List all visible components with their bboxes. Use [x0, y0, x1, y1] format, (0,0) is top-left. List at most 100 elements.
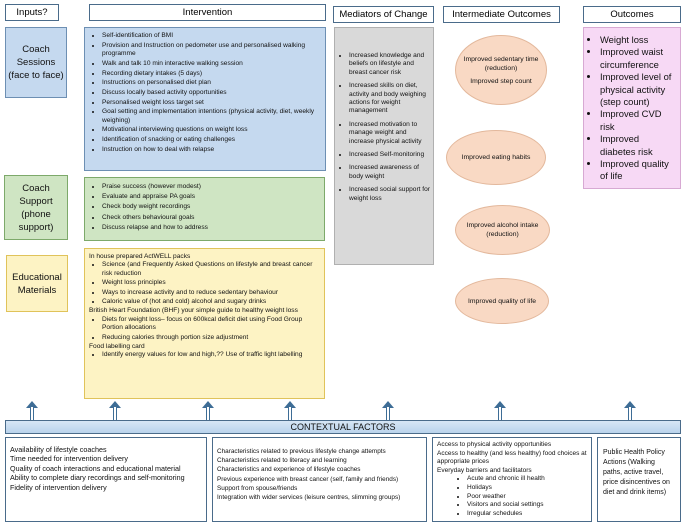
intermediate-3-line1: Improved alcohol intake (reduction): [466, 222, 539, 238]
context-barrier-item: Holidays: [467, 484, 587, 493]
context-individual-item: Characteristics and experience of lifest…: [217, 466, 361, 474]
context-individual-item: Characteristics related to previous life…: [217, 448, 386, 455]
arrow-up-icon: [494, 401, 506, 423]
header-outcomes: Outcomes: [583, 6, 681, 23]
mediator-item: Increased social support for weight loss: [349, 186, 430, 203]
educational-actwell-list: Science (and Frequently Asked Questions …: [89, 261, 320, 306]
arrow-up-icon: [26, 401, 38, 423]
arrow-up-icon: [624, 401, 636, 423]
input-coach-sessions: Coach Sessions (face to face): [5, 27, 67, 98]
coach-support-item: Check body weight recordings: [102, 203, 320, 211]
context-box-policy: Public Health Policy Actions (Walking pa…: [597, 437, 681, 522]
coach-session-item: Personalised weight loss target set: [102, 99, 321, 107]
educational-actwell-item: Weight loss principles: [102, 279, 320, 287]
coach-support-item: Check others behavioural goals: [102, 214, 320, 222]
header-outcomes-label: Outcomes: [610, 9, 654, 20]
educational-bhf-item: Reducing calories through portion size a…: [102, 334, 320, 342]
header-mediators-label: Mediators of Change: [339, 9, 428, 20]
coach-support-list: Praise success (however modest) Evaluate …: [89, 183, 320, 232]
mediator-item: Increased Self-monitoring: [349, 151, 430, 159]
context-box-individual: Characteristics related to previous life…: [212, 437, 427, 522]
coach-support-box: Praise success (however modest) Evaluate …: [84, 177, 325, 241]
header-intervention: Intervention: [89, 4, 326, 21]
context-barrier-item: Poor weather: [467, 493, 587, 502]
educational-intro: In house prepared ActWELL packs: [89, 253, 191, 260]
arrow-up-icon: [202, 401, 214, 423]
header-intermediate: Intermediate Outcomes: [443, 6, 560, 23]
contextual-factors-title: CONTEXTUAL FACTORS: [290, 422, 396, 432]
intermediate-1-line1: Improved sedentary time (reduction): [463, 55, 539, 72]
coach-session-item: Goal setting and implementation intentio…: [102, 108, 321, 125]
educational-bhf-intro: British Heart Foundation (BHF) your simp…: [89, 307, 298, 315]
outcome-item: Improved CVD risk: [600, 108, 677, 133]
contextual-factors-band: CONTEXTUAL FACTORS: [5, 420, 681, 434]
coach-session-item: Identification of snacking or eating cha…: [102, 136, 321, 144]
coach-session-item: Instructions on personalised diet plan: [102, 79, 321, 87]
arrow-up-icon: [284, 401, 296, 423]
coach-support-item: Discuss relapse and how to address: [102, 224, 320, 232]
outcome-item: Improved waist circumference: [600, 46, 677, 71]
coach-session-item: Provision and Instruction on pedometer u…: [102, 42, 321, 59]
intermediate-4-line1: Improved quality of life: [467, 297, 536, 305]
arrow-up-icon: [109, 401, 121, 423]
context-individual-item: Integration with wider services (leisure…: [217, 494, 401, 502]
context-environment-item: Access to healthy (and less healthy) foo…: [437, 449, 587, 466]
context-delivery-item: Quality of coach interactions and educat…: [10, 463, 181, 473]
context-policy-text: Public Health Policy Actions (Walking pa…: [603, 449, 670, 496]
educational-card-list: Identify energy values for low and high,…: [89, 351, 320, 359]
context-barrier-item: Acute and chronic ill health: [467, 475, 587, 484]
mediator-item: Increased skills on diet, activity and b…: [349, 82, 430, 116]
coach-session-item: Motivational interviewing questions on w…: [102, 126, 321, 134]
educational-card-item: Identify energy values for low and high,…: [102, 351, 320, 359]
outcome-item: Improved diabetes risk: [600, 133, 677, 158]
coach-support-item: Praise success (however modest): [102, 183, 320, 191]
context-delivery-item: Time needed for intervention delivery: [10, 454, 128, 464]
educational-bhf-list: Diets for weight loss– focus on 600kcal …: [89, 316, 320, 342]
intermediate-oval-activity: Improved sedentary time (reduction) Impr…: [455, 35, 547, 105]
outcome-item: Weight loss: [600, 34, 677, 46]
intermediate-2-line1: Improved eating habits: [461, 154, 531, 161]
header-intermediate-label: Intermediate Outcomes: [452, 9, 551, 20]
context-barrier-item: Visitors and social settings: [467, 501, 587, 510]
context-delivery-item: Ability to complete diary recordings and…: [10, 473, 185, 483]
context-individual-list: Characteristics related to previous life…: [217, 441, 422, 502]
mediators-box: Increased knowledge and beliefs on lifes…: [334, 27, 434, 265]
context-barriers-list: Acute and chronic ill healthHolidaysPoor…: [437, 475, 587, 518]
coach-session-item: Instruction on how to deal with relapse: [102, 146, 321, 154]
mediator-item: Increased awareness of body weight: [349, 164, 430, 181]
educational-actwell-item: Science (and Frequently Asked Questions …: [102, 261, 320, 278]
arrow-up-icon: [382, 401, 394, 423]
context-individual-item: Characteristics related to literacy and …: [217, 457, 347, 465]
context-environment-list: Access to physical activity opportunitie…: [437, 441, 587, 518]
intermediate-oval-qol: Improved quality of life: [455, 278, 549, 324]
mediator-item: Increased knowledge and beliefs on lifes…: [349, 52, 430, 77]
header-inputs-label: Inputs?: [16, 7, 48, 18]
intermediate-oval-eating: Improved eating habits: [446, 130, 546, 185]
context-individual-item: Previous experience with breast cancer (…: [217, 475, 399, 483]
educational-actwell-item: Caloric value of (hot and cold) alcohol …: [102, 298, 320, 306]
outcome-item: Improved level of physical activity (ste…: [600, 71, 677, 108]
input-coach-support-label: Coach Support (phone support): [18, 182, 54, 233]
intermediate-1-line2: Improved step count: [470, 77, 532, 85]
context-delivery-item: Fidelity of intervention delivery: [10, 482, 107, 492]
coach-session-item: Recording dietary intakes (5 days): [102, 70, 321, 78]
context-barrier-item: Irregular schedules: [467, 510, 587, 519]
coach-support-item: Evaluate and appraise PA goals: [102, 193, 320, 201]
coach-session-item: Self-identification of BMI: [102, 32, 321, 40]
coach-sessions-list: Self-identification of BMI Provision and …: [89, 32, 321, 154]
coach-session-item: Discuss locally based activity opportuni…: [102, 89, 321, 97]
educational-card-intro: Food labelling card: [89, 343, 145, 351]
header-mediators: Mediators of Change: [333, 6, 434, 23]
coach-session-item: Walk and talk 10 min interactive walking…: [102, 60, 321, 68]
context-box-environment: Access to physical activity opportunitie…: [432, 437, 592, 522]
context-individual-item: Support from spouse/friends: [217, 484, 298, 492]
outcome-item: Improved quality of life: [600, 158, 677, 183]
educational-actwell-item: Ways to increase activity and to reduce …: [102, 289, 320, 297]
input-educational: Educational Materials: [6, 255, 68, 312]
coach-sessions-box: Self-identification of BMI Provision and …: [84, 27, 326, 171]
context-delivery-item: Availability of lifestyle coaches: [10, 445, 107, 454]
intermediate-oval-alcohol: Improved alcohol intake (reduction): [455, 205, 550, 255]
